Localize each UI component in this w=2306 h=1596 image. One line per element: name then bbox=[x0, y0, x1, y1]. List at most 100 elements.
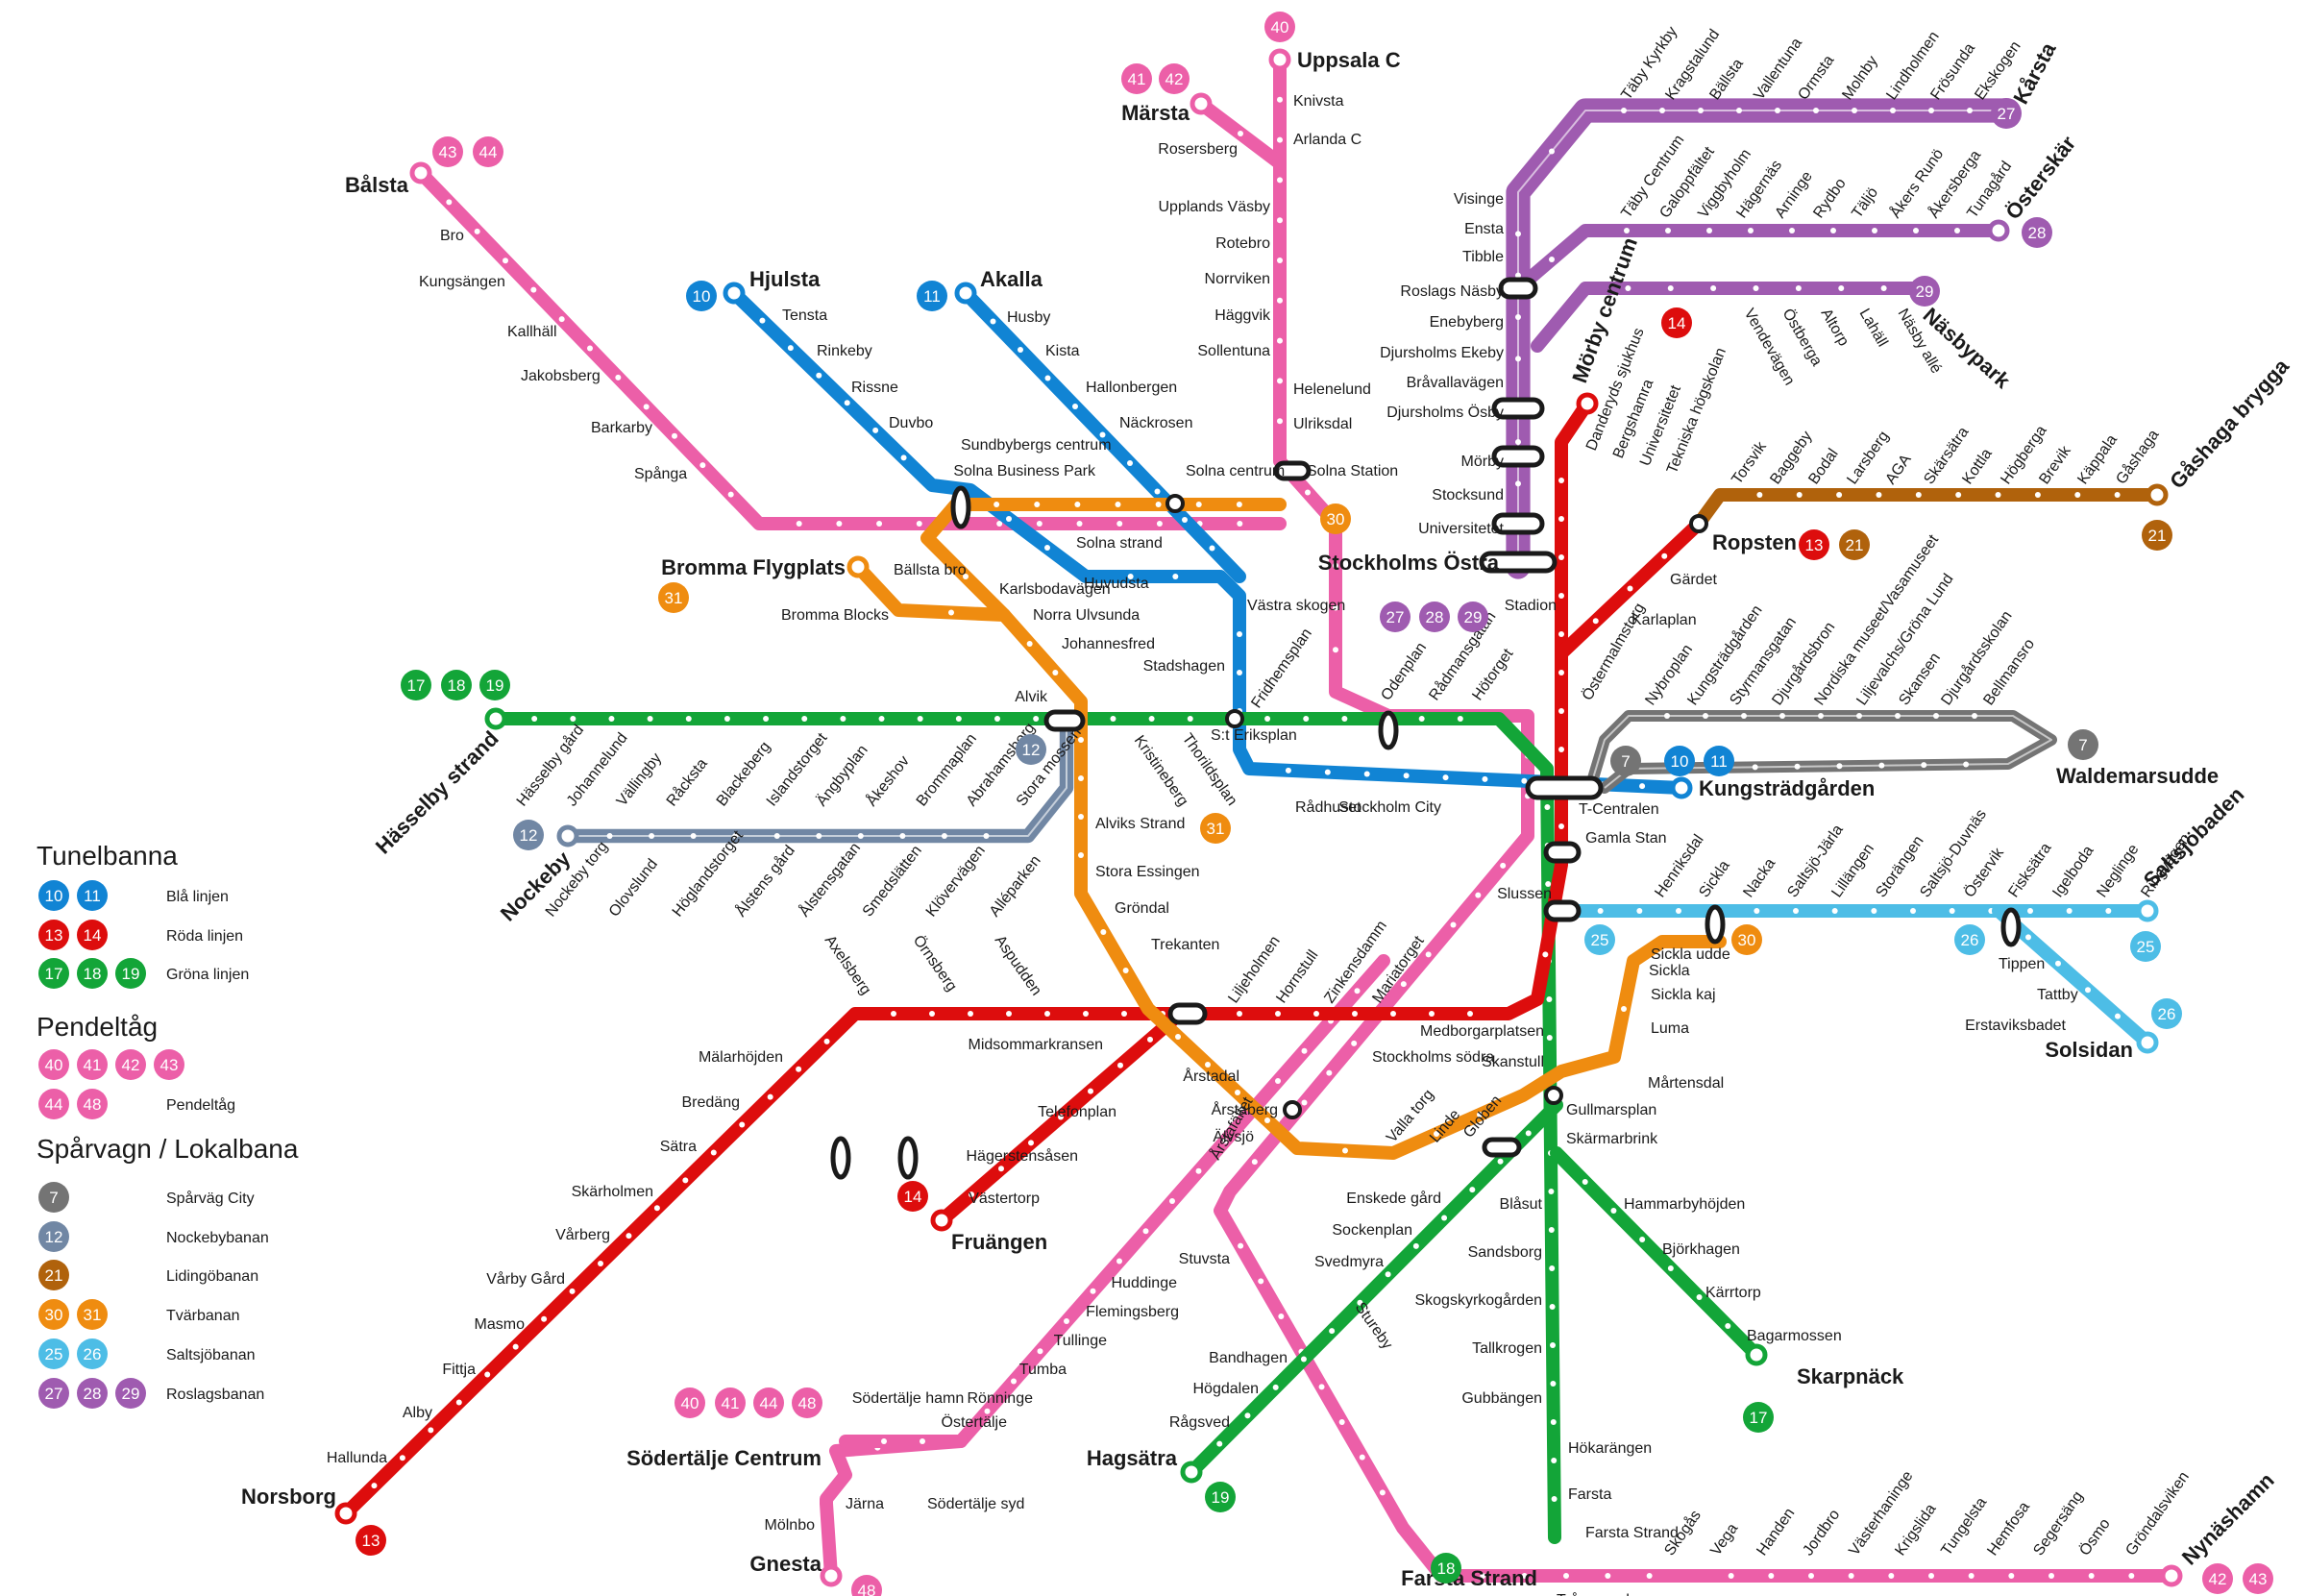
station-label: Brevik bbox=[2036, 442, 2074, 487]
terminal-hagsatra-stop[interactable] bbox=[1180, 1461, 1203, 1484]
station-label: Gamla Stan bbox=[1585, 830, 1666, 847]
sodertalje-c-interchange[interactable] bbox=[830, 1136, 851, 1180]
svg-text:21: 21 bbox=[45, 1266, 63, 1285]
legend-badge-30: 30 bbox=[38, 1299, 69, 1330]
igelboda-interchange[interactable] bbox=[2000, 907, 2022, 947]
pendel-north-stop-dot bbox=[1605, 1573, 1611, 1579]
terminal-saltsjobaden-stop[interactable] bbox=[2136, 899, 2159, 922]
station-label: Sandsborg bbox=[1468, 1244, 1542, 1261]
svg-text:18: 18 bbox=[448, 676, 466, 695]
nockeby-stop-dot bbox=[732, 833, 739, 839]
station-label: Näckrosen bbox=[1119, 415, 1192, 431]
terminal-morby-stop[interactable] bbox=[1576, 392, 1599, 415]
terminal-hasselby-stop[interactable] bbox=[484, 707, 507, 730]
saltsjo-stop-dot bbox=[1910, 908, 1916, 914]
legend-label: Saltsjöbanan bbox=[166, 1347, 256, 1363]
station-label: Rådhuset bbox=[1295, 798, 1362, 816]
red-north-stop-dot bbox=[1558, 708, 1564, 714]
terminal-gnesta-stop[interactable] bbox=[820, 1564, 843, 1587]
terminal-hasselby-label: Hässelby strand bbox=[371, 726, 503, 859]
universitetet-interchange[interactable] bbox=[1491, 512, 1545, 535]
arstaberg-stop[interactable] bbox=[1283, 1100, 1302, 1119]
sodertalje-interchange[interactable] bbox=[897, 1136, 919, 1180]
terminal-gashaga-label: Gåshaga brygga bbox=[2165, 354, 2294, 493]
station-label: Fridhemsplan bbox=[1248, 626, 1315, 711]
lidingo-line bbox=[1692, 488, 2164, 530]
red-fruangen-stop-dot bbox=[969, 1191, 974, 1198]
terminal-balsta-stop[interactable] bbox=[409, 161, 432, 184]
roslag-osterskar-stop-dot bbox=[1549, 257, 1555, 262]
ropsten-stop[interactable] bbox=[1689, 514, 1708, 533]
pendel-north-stop-dot bbox=[2048, 1573, 2054, 1579]
legend-badge-7: 7 bbox=[38, 1182, 69, 1213]
blue-11-stop-dot bbox=[1018, 347, 1023, 353]
terminal-norsborg-stop[interactable] bbox=[334, 1502, 357, 1525]
station-label: Sickla udde bbox=[1651, 946, 1730, 963]
tram7-stop-dot bbox=[1741, 713, 1747, 719]
slussen-interchange[interactable] bbox=[1543, 899, 1582, 922]
globen-interchange[interactable] bbox=[1482, 1137, 1522, 1158]
station-label: Spånga bbox=[634, 465, 687, 482]
svg-text:13: 13 bbox=[45, 926, 63, 945]
legend-badge-25: 25 bbox=[38, 1338, 69, 1369]
station-label: Hägerstensåsen bbox=[966, 1147, 1078, 1165]
stockholms-ostra-interchange[interactable] bbox=[1479, 551, 1558, 574]
station-label: Älvsjö bbox=[1213, 1128, 1254, 1145]
green-hagsatra-stop-dot bbox=[1329, 1328, 1336, 1335]
line-badge-7: 7 bbox=[2068, 729, 2098, 760]
terminal-uppsala-stop[interactable] bbox=[1268, 48, 1291, 71]
fridhemsplan-stop[interactable] bbox=[1225, 709, 1244, 728]
gullmarsplan-stop[interactable] bbox=[1544, 1086, 1563, 1105]
red-north-stop-dot bbox=[653, 1205, 660, 1212]
green-west-stop-dot bbox=[570, 716, 576, 722]
saltsjo-stop-dot bbox=[1676, 908, 1681, 914]
station-label: Visinge bbox=[1454, 191, 1504, 208]
odenplan-interchange[interactable] bbox=[1378, 710, 1399, 750]
gamla-stan-interchange[interactable] bbox=[1543, 841, 1582, 864]
morby-interchange[interactable] bbox=[1491, 445, 1545, 468]
pendel-sodertalje2-stop-dot bbox=[881, 1438, 887, 1444]
t-centralen-interchange[interactable] bbox=[1525, 775, 1604, 800]
svg-text:7: 7 bbox=[1621, 752, 1630, 771]
roslag-osterskar-stop-dot bbox=[1913, 228, 1919, 233]
line-badge-42: 42 bbox=[1159, 63, 1190, 94]
legend-badge-29: 29 bbox=[115, 1378, 146, 1409]
svg-text:44: 44 bbox=[45, 1095, 63, 1114]
liljeholmen-interchange[interactable] bbox=[1167, 1002, 1208, 1025]
terminal-bromma-stop[interactable] bbox=[846, 555, 870, 578]
red-north-stop-dot bbox=[1121, 1011, 1127, 1017]
legend-badge-48: 48 bbox=[77, 1089, 108, 1119]
pendel-north-stop-dot bbox=[1848, 1573, 1854, 1579]
terminal-hjulsta-stop[interactable] bbox=[723, 282, 746, 305]
alvik-interchange[interactable] bbox=[1043, 709, 1086, 732]
nockeby-line-divider bbox=[568, 719, 1067, 837]
pendel-sodertalje-stop-dot bbox=[1090, 1288, 1096, 1294]
djursholms-osby-interchange[interactable] bbox=[1491, 397, 1545, 420]
svg-text:13: 13 bbox=[1805, 536, 1824, 554]
terminal-gashaga-stop[interactable] bbox=[2146, 483, 2169, 506]
terminal-skarpnack-stop[interactable] bbox=[1745, 1343, 1768, 1366]
roslags-nasby-interchange[interactable] bbox=[1498, 277, 1538, 300]
terminal-marsta-stop[interactable] bbox=[1190, 92, 1213, 115]
terminal-akalla-stop[interactable] bbox=[954, 282, 977, 305]
red-north-stop-dot bbox=[1558, 670, 1564, 675]
tram7-stop-dot bbox=[1703, 713, 1708, 719]
terminal-nockeby-stop[interactable] bbox=[556, 824, 579, 847]
terminal-kungstradgarden-stop[interactable] bbox=[1670, 776, 1693, 799]
station-label: Enebyberg bbox=[1430, 314, 1504, 331]
terminal-nynashamn-stop[interactable] bbox=[2160, 1564, 2183, 1587]
sundbyberg-interchange[interactable] bbox=[950, 485, 971, 529]
sickla-interchange[interactable] bbox=[1705, 904, 1726, 945]
station-label: Hallunda bbox=[327, 1450, 387, 1466]
legend-label: Tvärbanan bbox=[166, 1308, 240, 1324]
roslag-trunk-stop-dot bbox=[1890, 108, 1896, 113]
station-label: Lillängen bbox=[1828, 841, 1877, 900]
solna-station-interchange[interactable] bbox=[1273, 460, 1312, 481]
terminal-solsidan-stop[interactable] bbox=[2136, 1031, 2159, 1054]
station-label: Gullmarsplan bbox=[1566, 1102, 1656, 1118]
terminal-fruangen-stop[interactable] bbox=[930, 1209, 953, 1232]
terminal-osterskar-stop[interactable] bbox=[1987, 219, 2010, 242]
svg-text:26: 26 bbox=[84, 1345, 102, 1363]
lidingo-stop-dot bbox=[1955, 492, 1962, 498]
solna-centrum-stop[interactable] bbox=[1165, 494, 1185, 513]
